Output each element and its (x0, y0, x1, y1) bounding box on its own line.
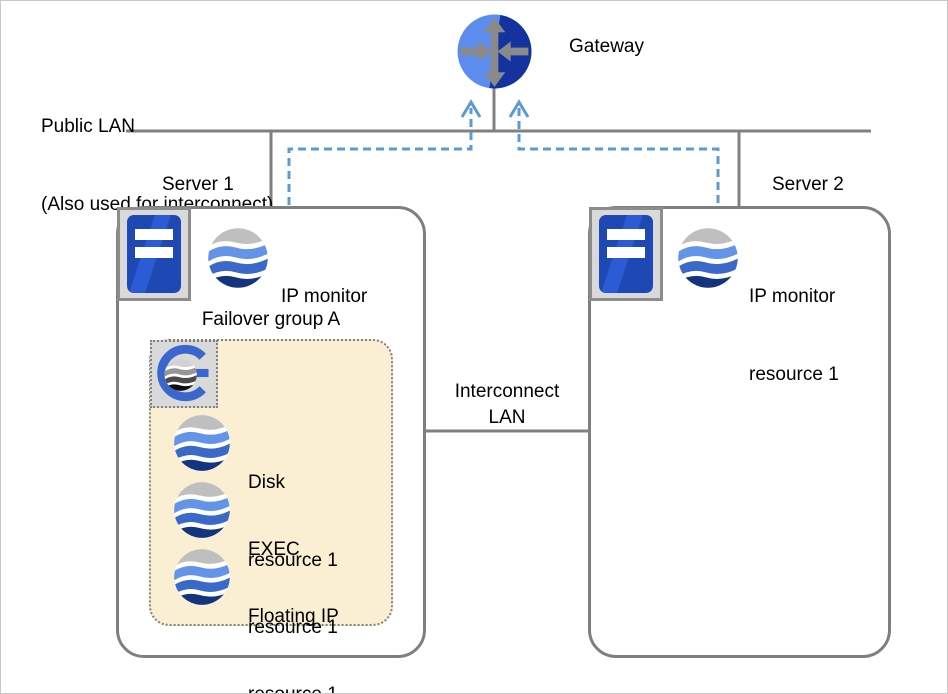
exec-resource-line2: resource 1 (248, 617, 338, 638)
server1-label: Server 1 (162, 174, 234, 195)
server2-label: Server 2 (772, 174, 844, 195)
resource-sphere-icon (173, 548, 231, 606)
floating-ip-resource-line2: resource 1 (248, 682, 339, 693)
resource-sphere-icon (173, 414, 231, 472)
interconnect-lan-label-line1: Interconnect (454, 381, 560, 402)
server1-ip-monitor-line1: IP monitor (281, 286, 368, 307)
disk-resource-line2: resource 1 (248, 550, 338, 571)
resource-sphere-icon (173, 481, 231, 539)
disk-resource-line1: Disk (248, 472, 285, 493)
interconnect-lan-label: Interconnect LAN (426, 379, 588, 431)
server2-monitor-arrowhead (508, 99, 530, 118)
server2-ip-monitor-label: IP monitor resource 1 (749, 232, 839, 440)
server2-monitor-dashed-path (517, 108, 720, 205)
disk-resource-label: Disk resource 1 (248, 418, 338, 626)
floating-ip-resource-label: Floating IP resource 1 (248, 552, 339, 693)
server1-monitor-dashed-path (287, 108, 473, 205)
exec-resource-line1: EXEC (248, 539, 300, 560)
public-lan-label-line1: Public LAN (41, 116, 135, 137)
resource-sphere-icon (207, 227, 269, 289)
server-icon (589, 207, 663, 301)
exec-resource-label: EXEC resource 1 (248, 485, 338, 693)
cluster-logo-icon (150, 340, 218, 408)
gateway-label: Gateway (569, 36, 644, 57)
server1-monitor-arrowhead (460, 99, 482, 118)
failover-group-label: Failover group A (201, 309, 341, 330)
server-icon (117, 207, 191, 301)
server2-ip-monitor-line1: IP monitor (749, 286, 836, 307)
floating-ip-resource-line1: Floating IP (248, 606, 339, 627)
interconnect-lan-label-line2: LAN (488, 407, 526, 428)
router-gateway-icon (457, 14, 532, 89)
server2-ip-monitor-line2: resource 1 (749, 364, 839, 385)
resource-sphere-icon (677, 227, 739, 289)
